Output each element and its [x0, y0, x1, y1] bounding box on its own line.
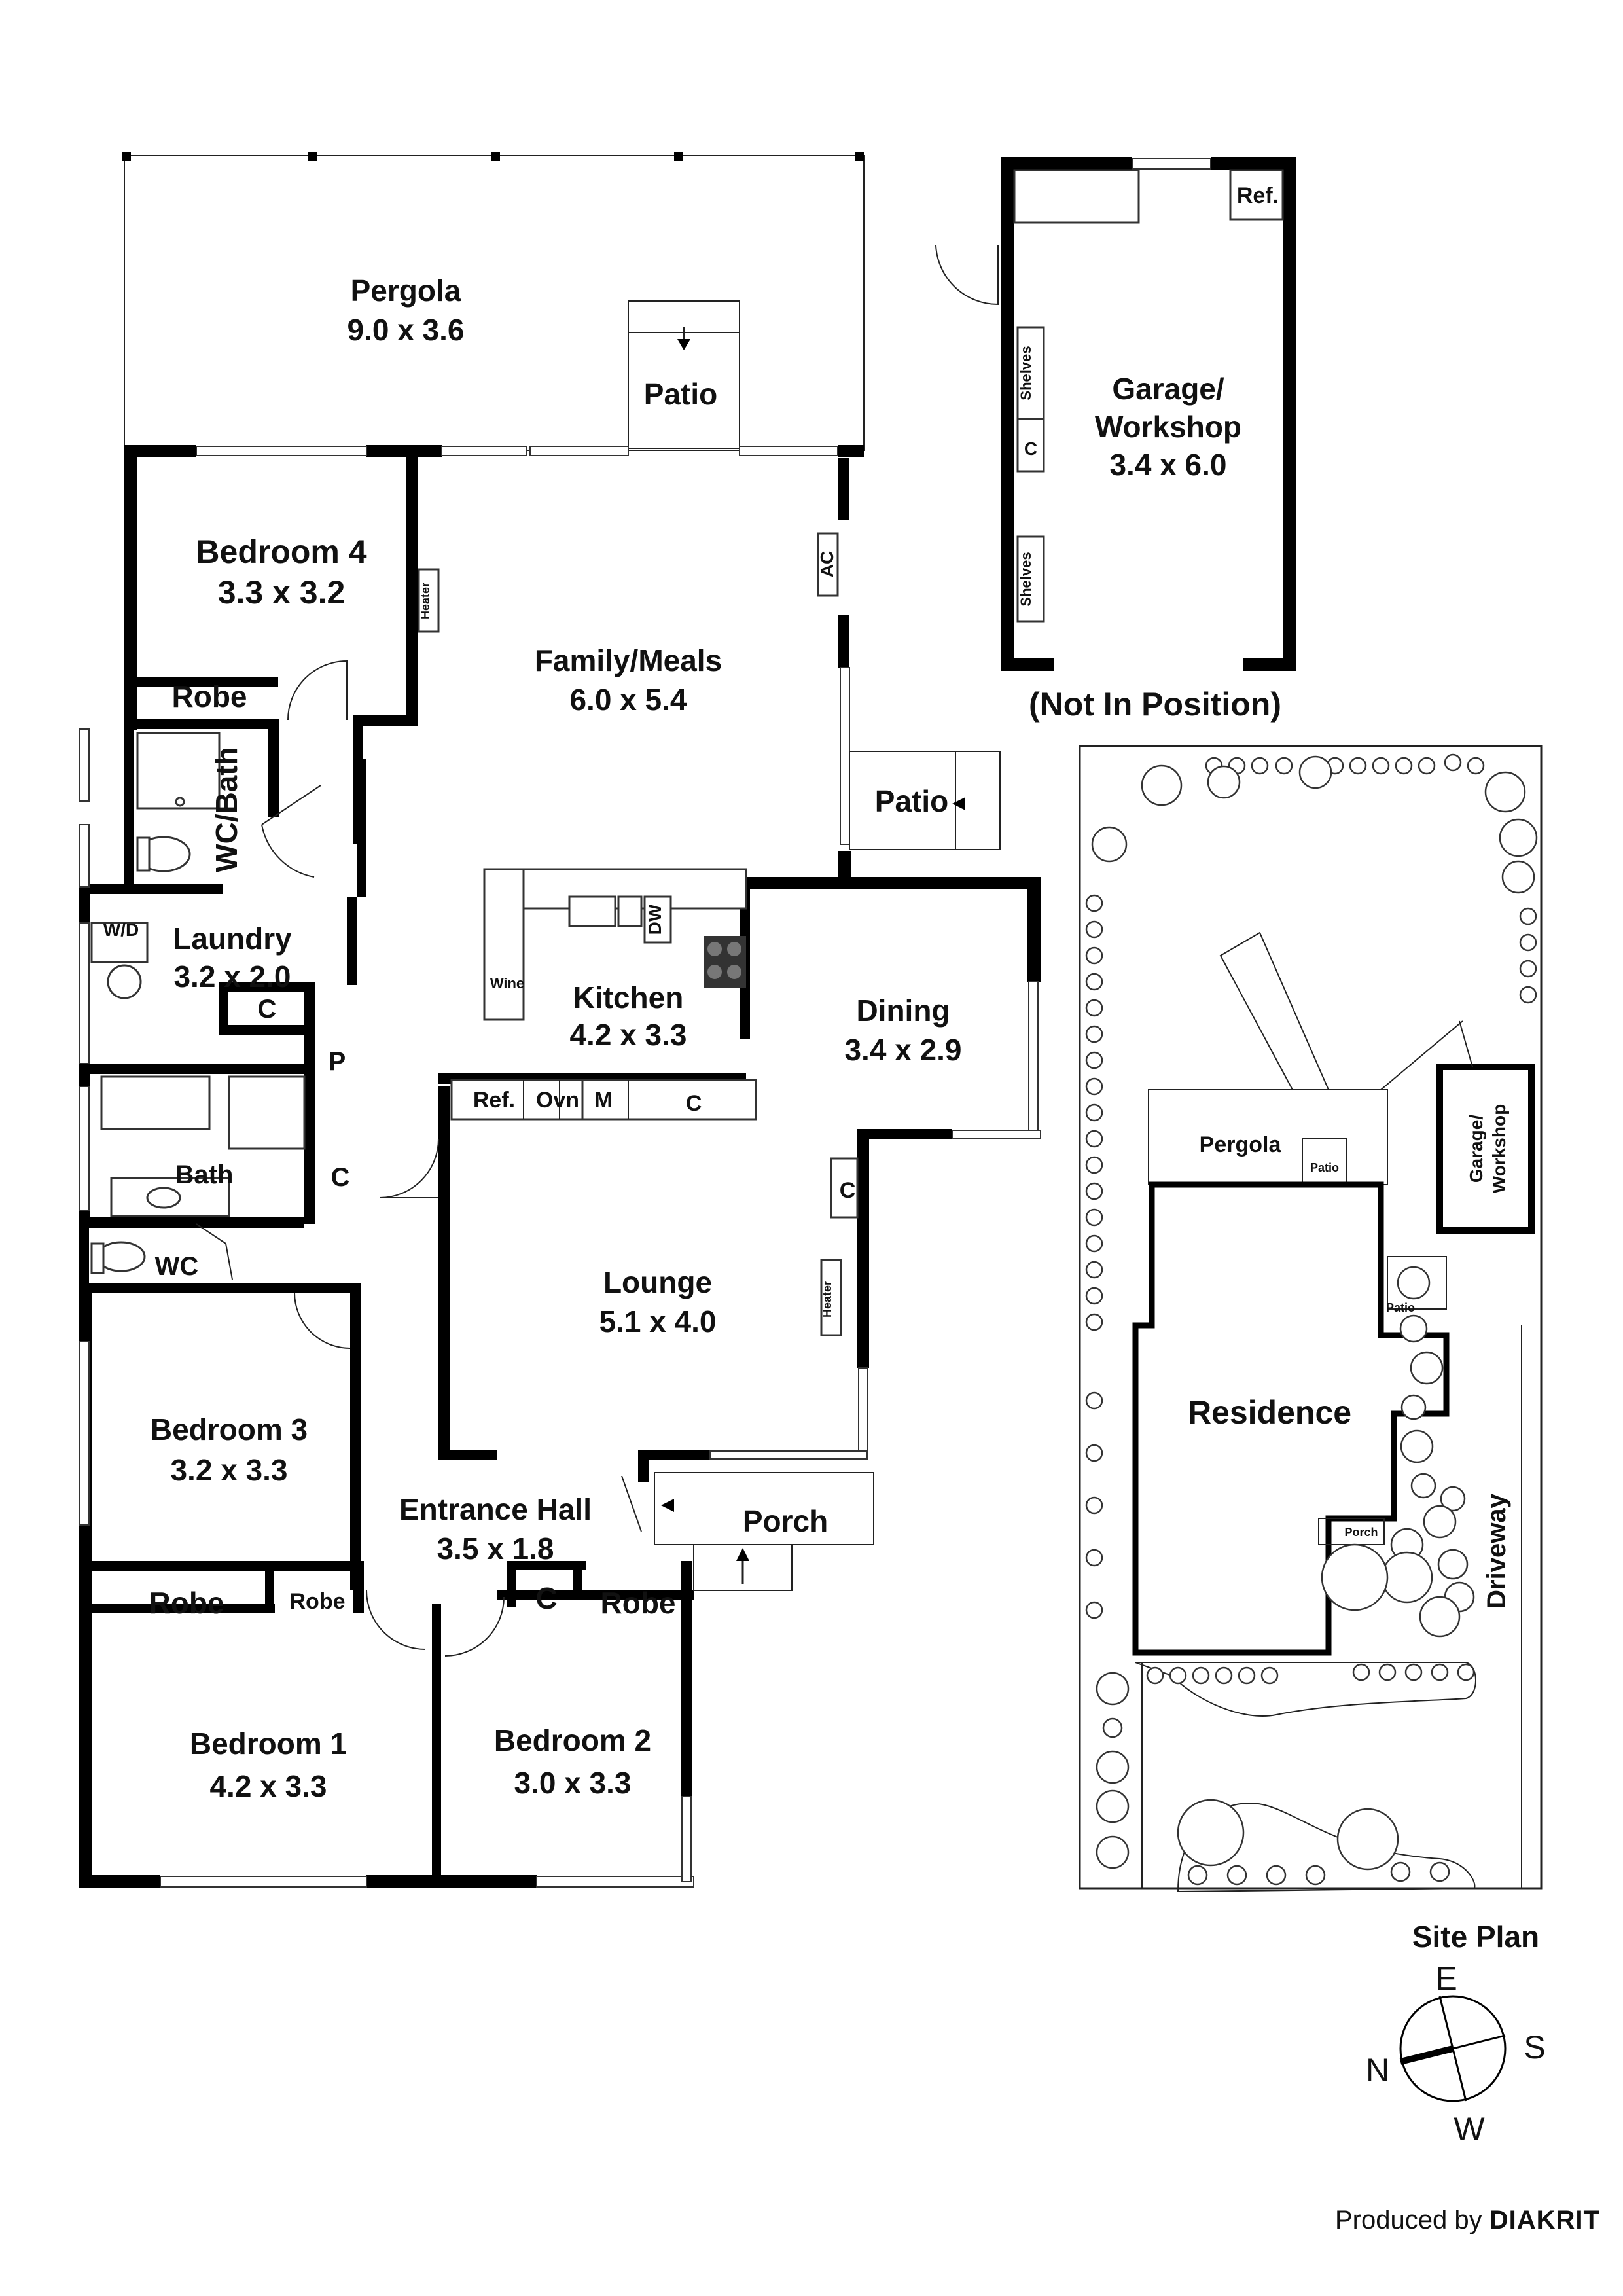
rear-patio	[628, 300, 740, 449]
site-pergola-label: Pergola	[1200, 1132, 1282, 1157]
windows	[79, 446, 1041, 1888]
garage-size: 3.4 x 6.0	[1109, 448, 1226, 482]
ovn-label: Ovn	[536, 1088, 579, 1113]
bedroom2-size: 3.0 x 3.3	[514, 1766, 631, 1800]
heater-lounge-label: Heater	[821, 1281, 834, 1318]
driveway-label: Driveway	[1482, 1493, 1511, 1608]
bedroom1-size: 4.2 x 3.3	[209, 1769, 327, 1803]
fixture-labels: Ref. Ovn M C C P C C W/D Wine DW Heater …	[103, 551, 856, 1318]
ac-unit	[817, 532, 839, 597]
robe-b3-label: Robe	[290, 1589, 346, 1614]
bath-fixtures	[90, 732, 306, 1274]
bedroom3-label: Bedroom 3	[151, 1412, 308, 1446]
pantry-label: P	[329, 1047, 346, 1076]
main-house	[79, 152, 1041, 1888]
kitchen-fixtures	[450, 868, 757, 1121]
garage-label-2: Workshop	[1095, 410, 1241, 444]
entrance-label: Entrance Hall	[399, 1492, 592, 1526]
laundry-size: 3.2 x 2.0	[173, 960, 291, 994]
dw-label: DW	[645, 904, 665, 935]
ac-label: AC	[817, 551, 837, 577]
wd-label: W/D	[103, 920, 139, 940]
site-patio-label: Patio	[1310, 1161, 1339, 1174]
robe-b2-label: Robe	[601, 1586, 676, 1620]
site-porch-label: Porch	[1344, 1526, 1378, 1539]
garage-label-1: Garage/	[1112, 372, 1224, 406]
robe-b4-label: Robe	[172, 679, 247, 713]
lounge-size: 5.1 x 4.0	[599, 1304, 716, 1338]
pergola-posts	[122, 152, 864, 161]
site-plan: Pergola Patio Patio Residence Porch Gara…	[1079, 745, 1543, 1954]
compass: E S N W	[1366, 1960, 1546, 2147]
lounge-label: Lounge	[603, 1265, 712, 1299]
dining-label: Dining	[856, 994, 950, 1028]
patio-rear-label: Patio	[644, 377, 717, 411]
credit: Produced by DIAKRIT	[1335, 2206, 1600, 2235]
kitchen-size: 4.2 x 3.3	[569, 1018, 687, 1052]
pergola-outline	[124, 155, 865, 451]
residence-outline	[1132, 1181, 1450, 1656]
bedroom2-label: Bedroom 2	[494, 1723, 651, 1757]
bedroom3-size: 3.2 x 3.3	[170, 1453, 287, 1487]
heater-lounge	[820, 1259, 842, 1336]
m-label: M	[594, 1088, 613, 1113]
wc-label: WC	[155, 1252, 199, 1281]
bedroom4-label: Bedroom 4	[196, 533, 366, 570]
site-residence-label: Residence	[1188, 1394, 1351, 1431]
garage-building: Ref. Shelves C Shelves Garage/ Workshop …	[935, 157, 1296, 723]
pergola-size: 9.0 x 3.6	[347, 313, 464, 347]
entrance-size: 3.5 x 1.8	[437, 1532, 554, 1566]
bedroom4-size: 3.3 x 3.2	[218, 574, 346, 611]
site-plan-title: Site Plan	[1412, 1920, 1539, 1954]
room-labels: Pergola 9.0 x 3.6 Patio Bedroom 4 3.3 x …	[149, 274, 962, 1803]
dining-size: 3.4 x 2.9	[844, 1033, 961, 1067]
kitchen-label: Kitchen	[573, 980, 684, 1014]
shrubs	[1085, 753, 1538, 1886]
laundry-label: Laundry	[173, 922, 292, 956]
lounge-cupboard	[830, 1157, 859, 1219]
side-patio	[849, 751, 1001, 850]
family-label: Family/Meals	[535, 643, 722, 677]
garage-door-arc	[935, 245, 999, 306]
wine-label: Wine	[490, 975, 524, 992]
compass-w: W	[1454, 2111, 1485, 2147]
site-garage-label: Garage/	[1466, 1115, 1486, 1183]
compass-s: S	[1524, 2029, 1545, 2066]
garage-shelves-bottom: Shelves	[1018, 552, 1034, 606]
patio-side-label: Patio	[875, 784, 948, 818]
pergola-label: Pergola	[351, 274, 461, 308]
lounge-c-label: C	[840, 1178, 856, 1203]
garage-c-label: C	[1024, 439, 1037, 459]
kitchen-c-label: C	[686, 1091, 702, 1116]
porch-label: Porch	[743, 1504, 828, 1538]
robe-b1-label: Robe	[149, 1586, 224, 1620]
cupboard-label: C	[535, 1581, 557, 1615]
credit-produced-by: Produced by	[1335, 2206, 1482, 2234]
bedroom1-label: Bedroom 1	[190, 1727, 347, 1761]
ref-label: Ref.	[473, 1088, 515, 1113]
doors	[196, 660, 642, 1657]
heater-b4	[418, 568, 440, 633]
compass-n: N	[1366, 2052, 1389, 2089]
garage-ref-label: Ref.	[1237, 183, 1279, 208]
site-garage	[1436, 1064, 1535, 1234]
site-patio2-label: Patio	[1386, 1301, 1415, 1314]
not-in-position-label: (Not In Position)	[1029, 686, 1281, 723]
credit-brand: DIAKRIT	[1489, 2206, 1600, 2234]
family-size: 6.0 x 5.4	[569, 683, 687, 717]
compass-e: E	[1435, 1960, 1457, 1997]
wc-bath-label: WC/Bath	[209, 747, 243, 872]
laundry-c-label: C	[258, 995, 277, 1024]
garage-shelves-top: Shelves	[1018, 346, 1034, 400]
site-workshop-label: Workshop	[1489, 1104, 1509, 1193]
heater-b4-label: Heater	[419, 583, 432, 619]
bath-label: Bath	[175, 1160, 234, 1189]
hall-c-label: C	[331, 1163, 350, 1192]
